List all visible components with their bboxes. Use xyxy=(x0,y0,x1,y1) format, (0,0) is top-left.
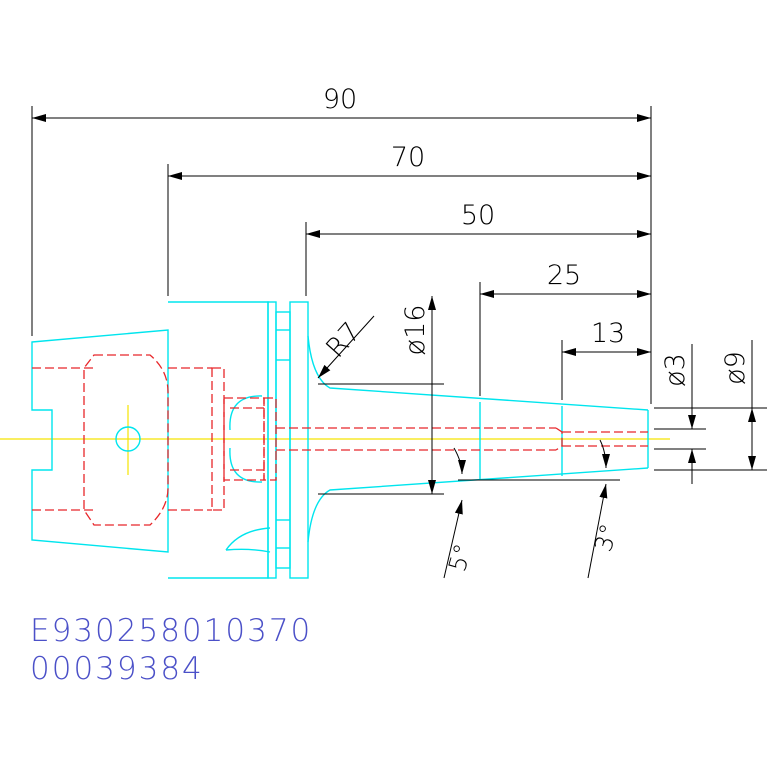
dim-dia9: ø9 xyxy=(720,351,751,385)
dim-50: 50 xyxy=(461,200,495,231)
centerline xyxy=(0,405,670,475)
part-codes: E930258010370 00039384 xyxy=(30,612,312,688)
hidden-bore-lines xyxy=(32,354,648,526)
dim-13: 13 xyxy=(591,318,625,349)
article-number: 00039384 xyxy=(30,651,204,687)
dim-r7: R7 xyxy=(320,317,367,364)
dim-70: 70 xyxy=(391,142,425,173)
dimension-lines xyxy=(31,106,767,579)
dim-angle-3: 3° xyxy=(589,521,623,555)
dim-angle-5: 5° xyxy=(443,541,477,575)
dim-25: 25 xyxy=(547,260,581,291)
dim-dia3: ø3 xyxy=(660,353,691,387)
dim-90: 90 xyxy=(323,84,357,115)
part-number: E930258010370 xyxy=(30,613,313,649)
dim-dia16: ø16 xyxy=(400,305,431,356)
